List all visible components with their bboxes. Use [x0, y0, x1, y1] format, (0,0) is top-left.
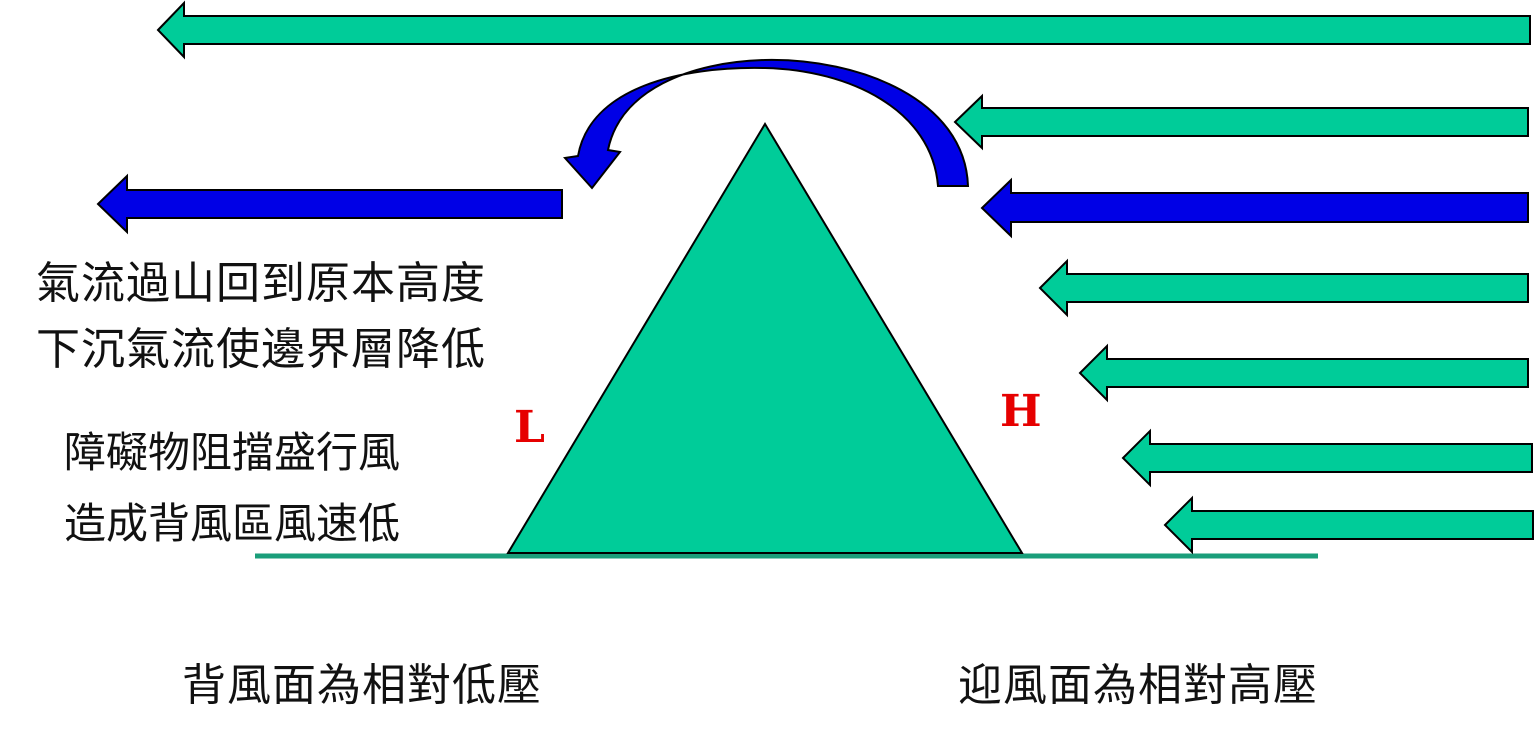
low-pressure-letter: L	[514, 402, 545, 453]
high-pressure-letter: H	[1000, 386, 1042, 437]
windward-flow-arrow-4	[1078, 343, 1529, 403]
windward-flow-arrow-1	[953, 93, 1529, 151]
mountain-triangle	[506, 122, 1024, 554]
upper-left-text-line1: 氣流過山回到原本高度	[36, 258, 486, 309]
lower-left-text-line1: 障礙物阻擋盛行風	[64, 428, 401, 477]
upper-left-text-line2: 下沉氣流使邊界層降低	[36, 324, 486, 375]
curved-overflow-arrow	[563, 58, 970, 190]
windward-flow-arrow-6	[1163, 495, 1534, 555]
windward-blue-arrow	[980, 177, 1529, 239]
top-flow-arrow	[156, 0, 1531, 60]
windward-flow-arrow-3	[1038, 258, 1529, 318]
windward-caption: 迎風面為相對高壓	[958, 660, 1318, 711]
leeward-blue-arrow	[96, 173, 563, 235]
lower-left-text-line2: 造成背風區風速低	[64, 499, 401, 548]
windward-flow-arrow-5	[1121, 428, 1533, 488]
leeward-caption: 背風面為相對低壓	[182, 660, 542, 711]
